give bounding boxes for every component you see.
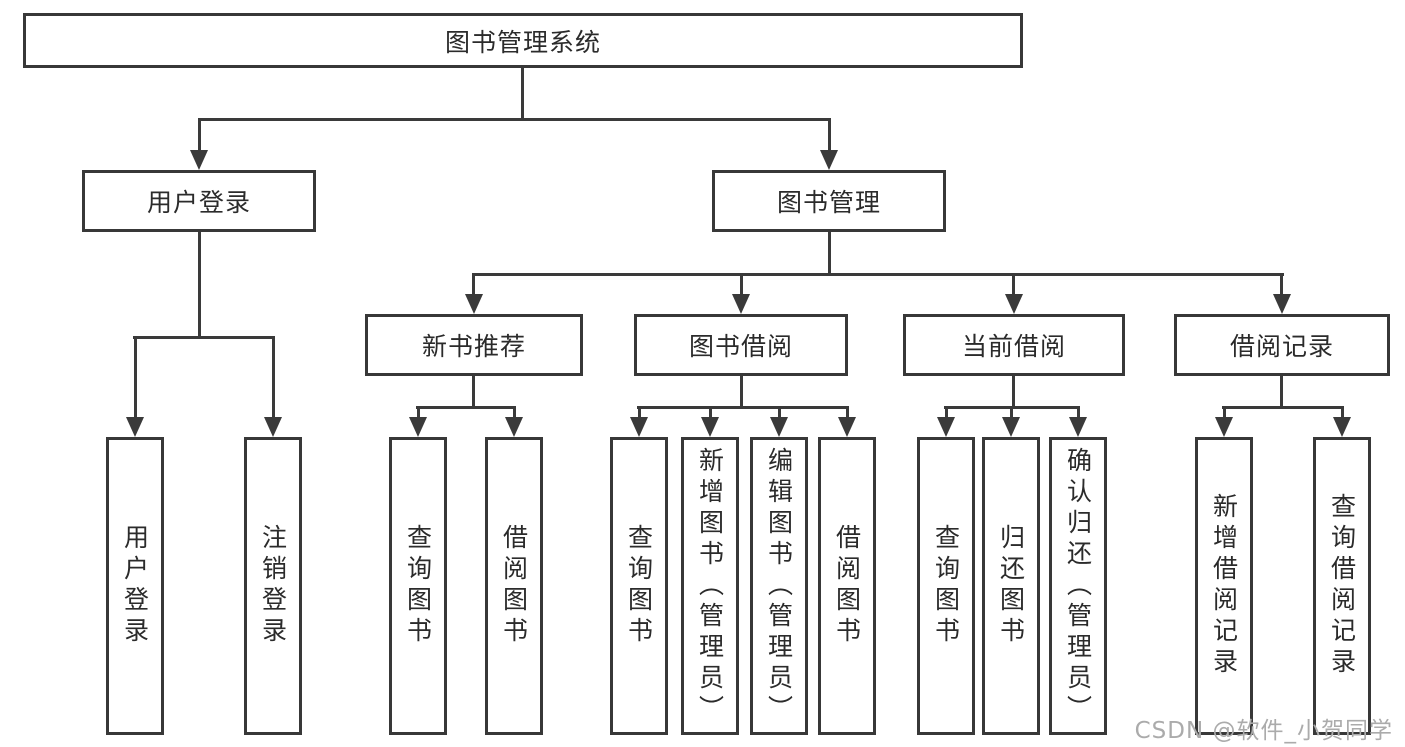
node-new-book-recommend: 新书推荐 (365, 314, 583, 376)
connector-recommend-drop (472, 376, 475, 409)
arrow-down-icon (1069, 417, 1087, 437)
connector-leaf-stub (417, 406, 420, 419)
leaf-query-borrow-record: 查询借阅记录 (1313, 437, 1371, 735)
leaf-logout: 注销登录 (244, 437, 302, 735)
node-book-management-label: 图书管理 (776, 188, 881, 217)
connector-user-login-stub (198, 118, 201, 152)
leaf-return-books-label: 归还图书 (996, 524, 1026, 648)
arrow-down-icon (1005, 294, 1023, 314)
connector-borrowing-rail (637, 406, 849, 409)
connector-leaf-stub (945, 406, 948, 419)
node-current-borrowing: 当前借阅 (903, 314, 1125, 376)
leaf-query-books-borrowing-label: 查询图书 (624, 524, 654, 648)
node-borrowing-records-label: 借阅记录 (1229, 332, 1334, 361)
arrow-down-icon (190, 150, 208, 170)
connector-level3-stub (1012, 273, 1015, 296)
connector-borrowing-drop (740, 376, 743, 409)
node-new-book-recommend-label: 新书推荐 (421, 332, 526, 361)
arrow-down-icon (409, 417, 427, 437)
connector-leaf-stub (1341, 406, 1344, 419)
leaf-query-books-borrowing: 查询图书 (610, 437, 668, 735)
leaf-query-books-recommend: 查询图书 (389, 437, 447, 735)
node-book-borrowing: 图书借阅 (634, 314, 848, 376)
leaf-logout-label: 注销登录 (258, 524, 288, 648)
leaf-return-books: 归还图书 (982, 437, 1040, 735)
leaf-query-books-recommend-label: 查询图书 (403, 524, 433, 648)
connector-records-rail (1222, 406, 1344, 409)
connector-level3-rail (472, 273, 1284, 276)
leaf-borrow-books-recommend: 借阅图书 (485, 437, 543, 735)
connector-leaf-stub (846, 406, 849, 419)
leaf-borrow-books-borrowing-label: 借阅图书 (832, 524, 862, 648)
connector-recommend-rail (416, 406, 515, 409)
csdn-watermark: CSDN @软件_小贺同学 (1134, 718, 1393, 744)
leaf-confirm-return-admin: 确认归还（管理员） (1049, 437, 1107, 735)
connector-leaf-stub (1010, 406, 1013, 419)
arrow-down-icon (701, 417, 719, 437)
connector-level3-stub (740, 273, 743, 296)
connector-leaf-stub (638, 406, 641, 419)
connector-current-drop (1012, 376, 1015, 409)
connector-user-login-drop (198, 232, 201, 339)
connector-records-drop (1280, 376, 1283, 409)
connector-leaf-stub (134, 336, 137, 419)
arrow-down-icon (732, 294, 750, 314)
arrow-down-icon (630, 417, 648, 437)
node-borrowing-records: 借阅记录 (1174, 314, 1390, 376)
connector-level3-stub (472, 273, 475, 296)
leaf-confirm-return-admin-label: 确认归还（管理员） (1063, 446, 1093, 726)
connector-root-drop (521, 68, 524, 121)
node-book-management: 图书管理 (712, 170, 946, 232)
connector-leaf-stub (778, 406, 781, 419)
leaf-borrow-books-recommend-label: 借阅图书 (499, 524, 529, 648)
arrow-down-icon (126, 417, 144, 437)
node-user-login-label: 用户登录 (146, 188, 251, 217)
leaf-add-books-admin-label: 新增图书（管理员） (695, 446, 725, 726)
connector-level3-stub (1280, 273, 1283, 296)
leaf-edit-books-admin: 编辑图书（管理员） (750, 437, 808, 735)
leaf-user-login-label: 用户登录 (120, 524, 150, 648)
connector-leaf-stub (1077, 406, 1080, 419)
arrow-down-icon (1002, 417, 1020, 437)
arrow-down-icon (465, 294, 483, 314)
arrow-down-icon (264, 417, 282, 437)
connector-book-mgmt-drop (828, 232, 831, 276)
leaf-edit-books-admin-label: 编辑图书（管理员） (764, 446, 794, 726)
connector-level2-rail (198, 118, 831, 121)
node-user-login: 用户登录 (82, 170, 316, 232)
arrow-down-icon (1215, 417, 1233, 437)
connector-leaf-stub (709, 406, 712, 419)
node-book-borrowing-label: 图书借阅 (688, 332, 793, 361)
connector-leaf-stub (1223, 406, 1226, 419)
leaf-user-login: 用户登录 (106, 437, 164, 735)
node-root: 图书管理系统 (23, 13, 1023, 68)
leaf-add-borrow-record-label: 新增借阅记录 (1209, 493, 1239, 679)
arrow-down-icon (505, 417, 523, 437)
leaf-query-books-current-label: 查询图书 (931, 524, 961, 648)
connector-user-login-rail (133, 336, 275, 339)
leaf-add-borrow-record: 新增借阅记录 (1195, 437, 1253, 735)
node-current-borrowing-label: 当前借阅 (961, 332, 1066, 361)
connector-leaf-stub (513, 406, 516, 419)
arrow-down-icon (1333, 417, 1351, 437)
arrow-down-icon (770, 417, 788, 437)
arrow-down-icon (838, 417, 856, 437)
connector-leaf-stub (272, 336, 275, 419)
node-root-label: 图书管理系统 (444, 27, 601, 57)
connector-book-mgmt-stub (828, 118, 831, 152)
leaf-add-books-admin: 新增图书（管理员） (681, 437, 739, 735)
arrow-down-icon (937, 417, 955, 437)
leaf-borrow-books-borrowing: 借阅图书 (818, 437, 876, 735)
leaf-query-borrow-record-label: 查询借阅记录 (1327, 493, 1357, 679)
arrow-down-icon (1273, 294, 1291, 314)
arrow-down-icon (820, 150, 838, 170)
leaf-query-books-current: 查询图书 (917, 437, 975, 735)
